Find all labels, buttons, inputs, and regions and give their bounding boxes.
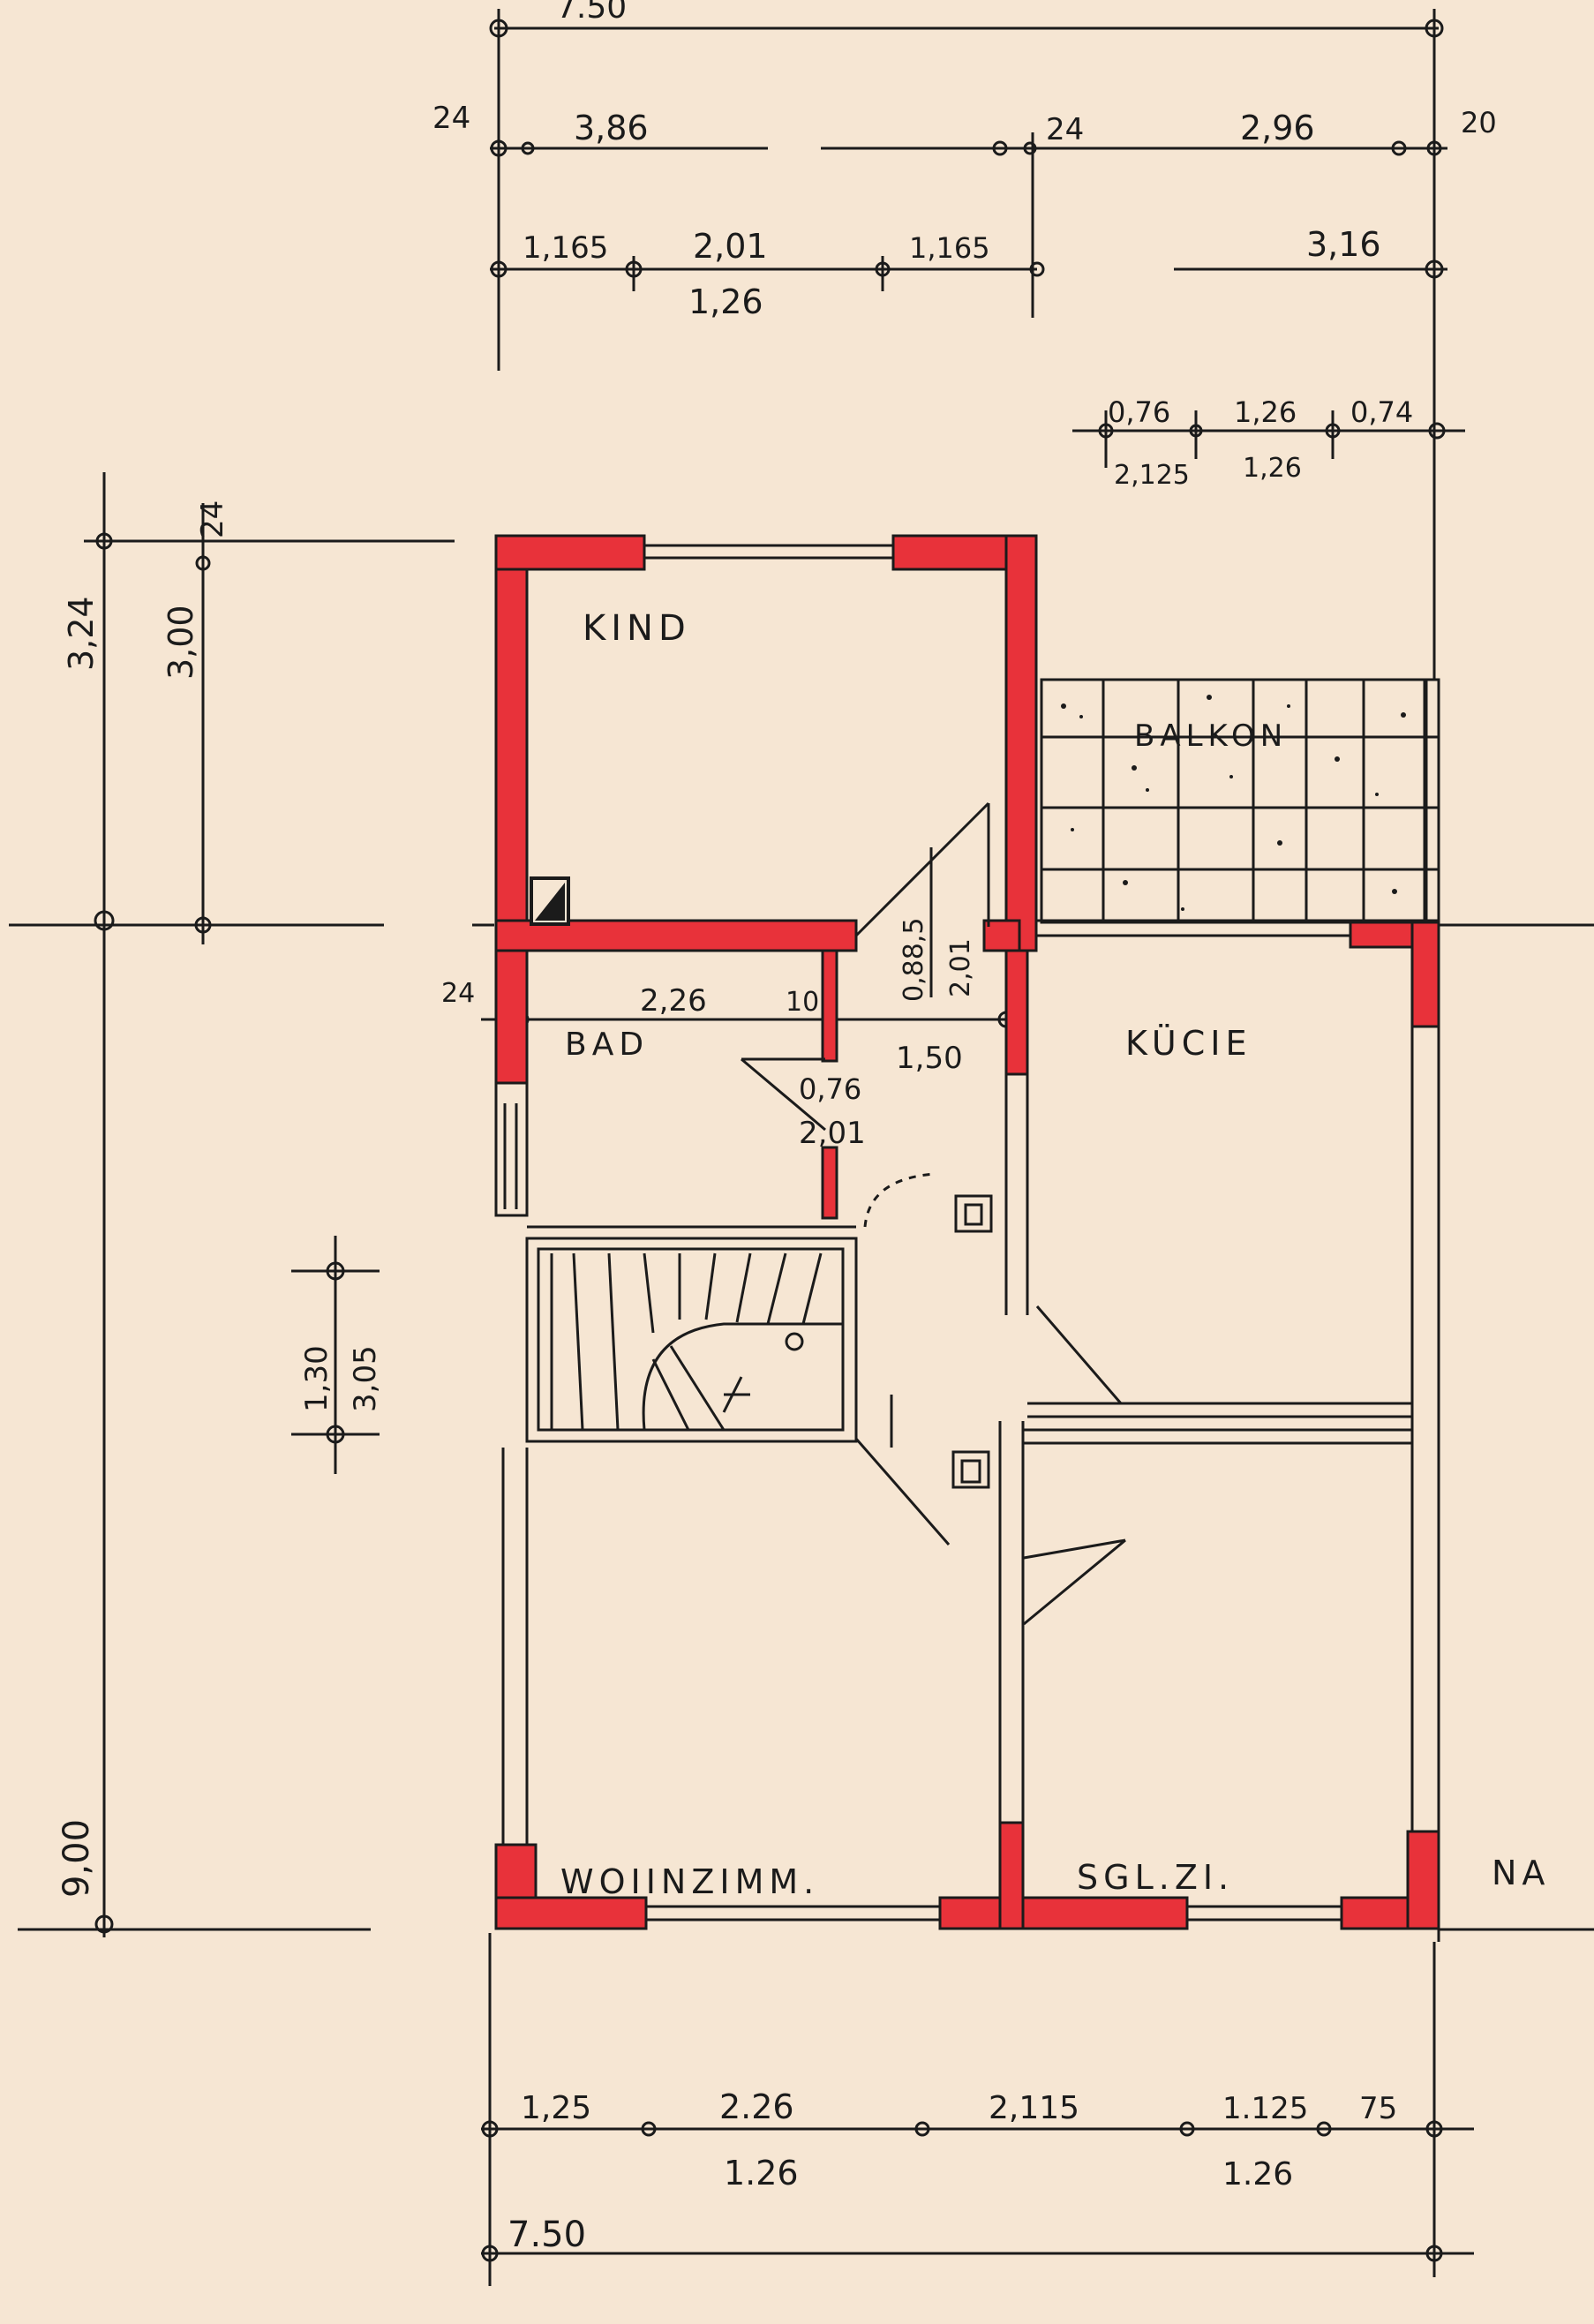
dimension-labels-inner: 24 2,26 10 1,50 0,76 2,01 0,88,5 2,01 — [441, 918, 976, 1151]
room-schlafzimmer: SGL.ZI. — [1077, 1858, 1234, 1897]
dim-bottom-4: 1.125 — [1222, 2091, 1308, 2126]
dim-inner-bad-door: 0,76 — [799, 1072, 861, 1106]
dimension-labels-bottom: 1,25 2.26 1.26 2,115 1.125 1.26 75 7.50 — [508, 2087, 1397, 2255]
dim-top-r2c: 1,165 — [909, 231, 990, 265]
dim-bottom-4-under: 1.26 — [1222, 2156, 1293, 2192]
room-bad: BAD — [565, 1027, 649, 1063]
dimension-labels-left: 9,00 3,24 3,00 24 1,30 3,05 — [56, 500, 383, 1898]
dim-top-r3a: 0,76 — [1108, 395, 1170, 429]
wall-kind — [494, 534, 1038, 952]
dim-left-total: 9,00 — [56, 1819, 97, 1898]
dim-bottom-overall: 7.50 — [508, 2215, 586, 2255]
dim-top-r1c: 24 — [1046, 112, 1084, 147]
dim-top-r1e: 20 — [1461, 106, 1497, 139]
edge-label: NA — [1492, 1854, 1550, 1892]
dim-left-wall-top: 24 — [195, 500, 230, 538]
dim-bottom-2: 2.26 — [719, 2087, 794, 2126]
wall-kueche — [1027, 919, 1440, 1845]
room-balkon: BALKON — [1134, 718, 1288, 754]
dim-inner-kind-door-under: 2,01 — [945, 938, 976, 997]
room-kueche: KÜCIE — [1125, 1024, 1252, 1063]
room-wohnzimmer: WOIINZIMM. — [560, 1862, 819, 1901]
dim-top-r2d: 3,16 — [1306, 225, 1381, 264]
staircase — [525, 1237, 858, 1443]
dimension-ticks — [94, 19, 1446, 2262]
dim-bottom-3: 2,115 — [989, 2090, 1079, 2126]
balkon — [1040, 678, 1440, 924]
dimension-labels-top: 7.50 24 3,86 24 2,96 20 1,165 2,01 1,26 … — [432, 0, 1497, 491]
dim-left-stair-window-under: 3,05 — [348, 1345, 383, 1412]
dim-top-r2a: 1,165 — [523, 230, 608, 266]
dim-left-stair-window: 1,30 — [299, 1345, 335, 1412]
room-kind: KIND — [583, 608, 691, 649]
dim-top-r1a: 24 — [432, 101, 470, 136]
dim-inner-wall-mid: 10 — [786, 987, 819, 1018]
dim-top-r2b: 2,01 — [693, 227, 768, 266]
dim-inner-kind-door: 0,88,5 — [899, 918, 929, 1002]
dim-inner-bad-width: 2,26 — [640, 983, 707, 1019]
wall-lower — [494, 801, 1440, 1930]
dim-bottom-5: 75 — [1359, 2091, 1397, 2126]
dim-bottom-2-under: 1.26 — [724, 2154, 799, 2192]
dim-inner-wall-left: 24 — [441, 978, 475, 1009]
dim-top-r3c: 0,74 — [1350, 395, 1413, 429]
dim-top-r3a-under: 2,125 — [1114, 460, 1190, 491]
dim-left-kind-inner: 3,00 — [162, 605, 200, 680]
dim-overall-top: 7.50 — [556, 0, 627, 26]
dim-bottom-1: 1,25 — [521, 2090, 591, 2126]
dim-inner-hall: 1,50 — [896, 1041, 963, 1076]
dim-top-r1b: 3,86 — [574, 109, 649, 147]
dim-top-r3b-under: 1,26 — [1243, 453, 1302, 484]
dim-top-r2b-under: 1,26 — [688, 282, 763, 321]
dim-top-r3b: 1,26 — [1234, 395, 1297, 429]
dim-left-kind-outer: 3,24 — [62, 596, 101, 671]
dim-top-r1d: 2,96 — [1240, 109, 1315, 147]
dim-inner-bad-door-under: 2,01 — [799, 1116, 866, 1151]
room-labels: KIND BALKON BAD KÜCIE WOIINZIMM. SGL.ZI.… — [560, 608, 1550, 1901]
